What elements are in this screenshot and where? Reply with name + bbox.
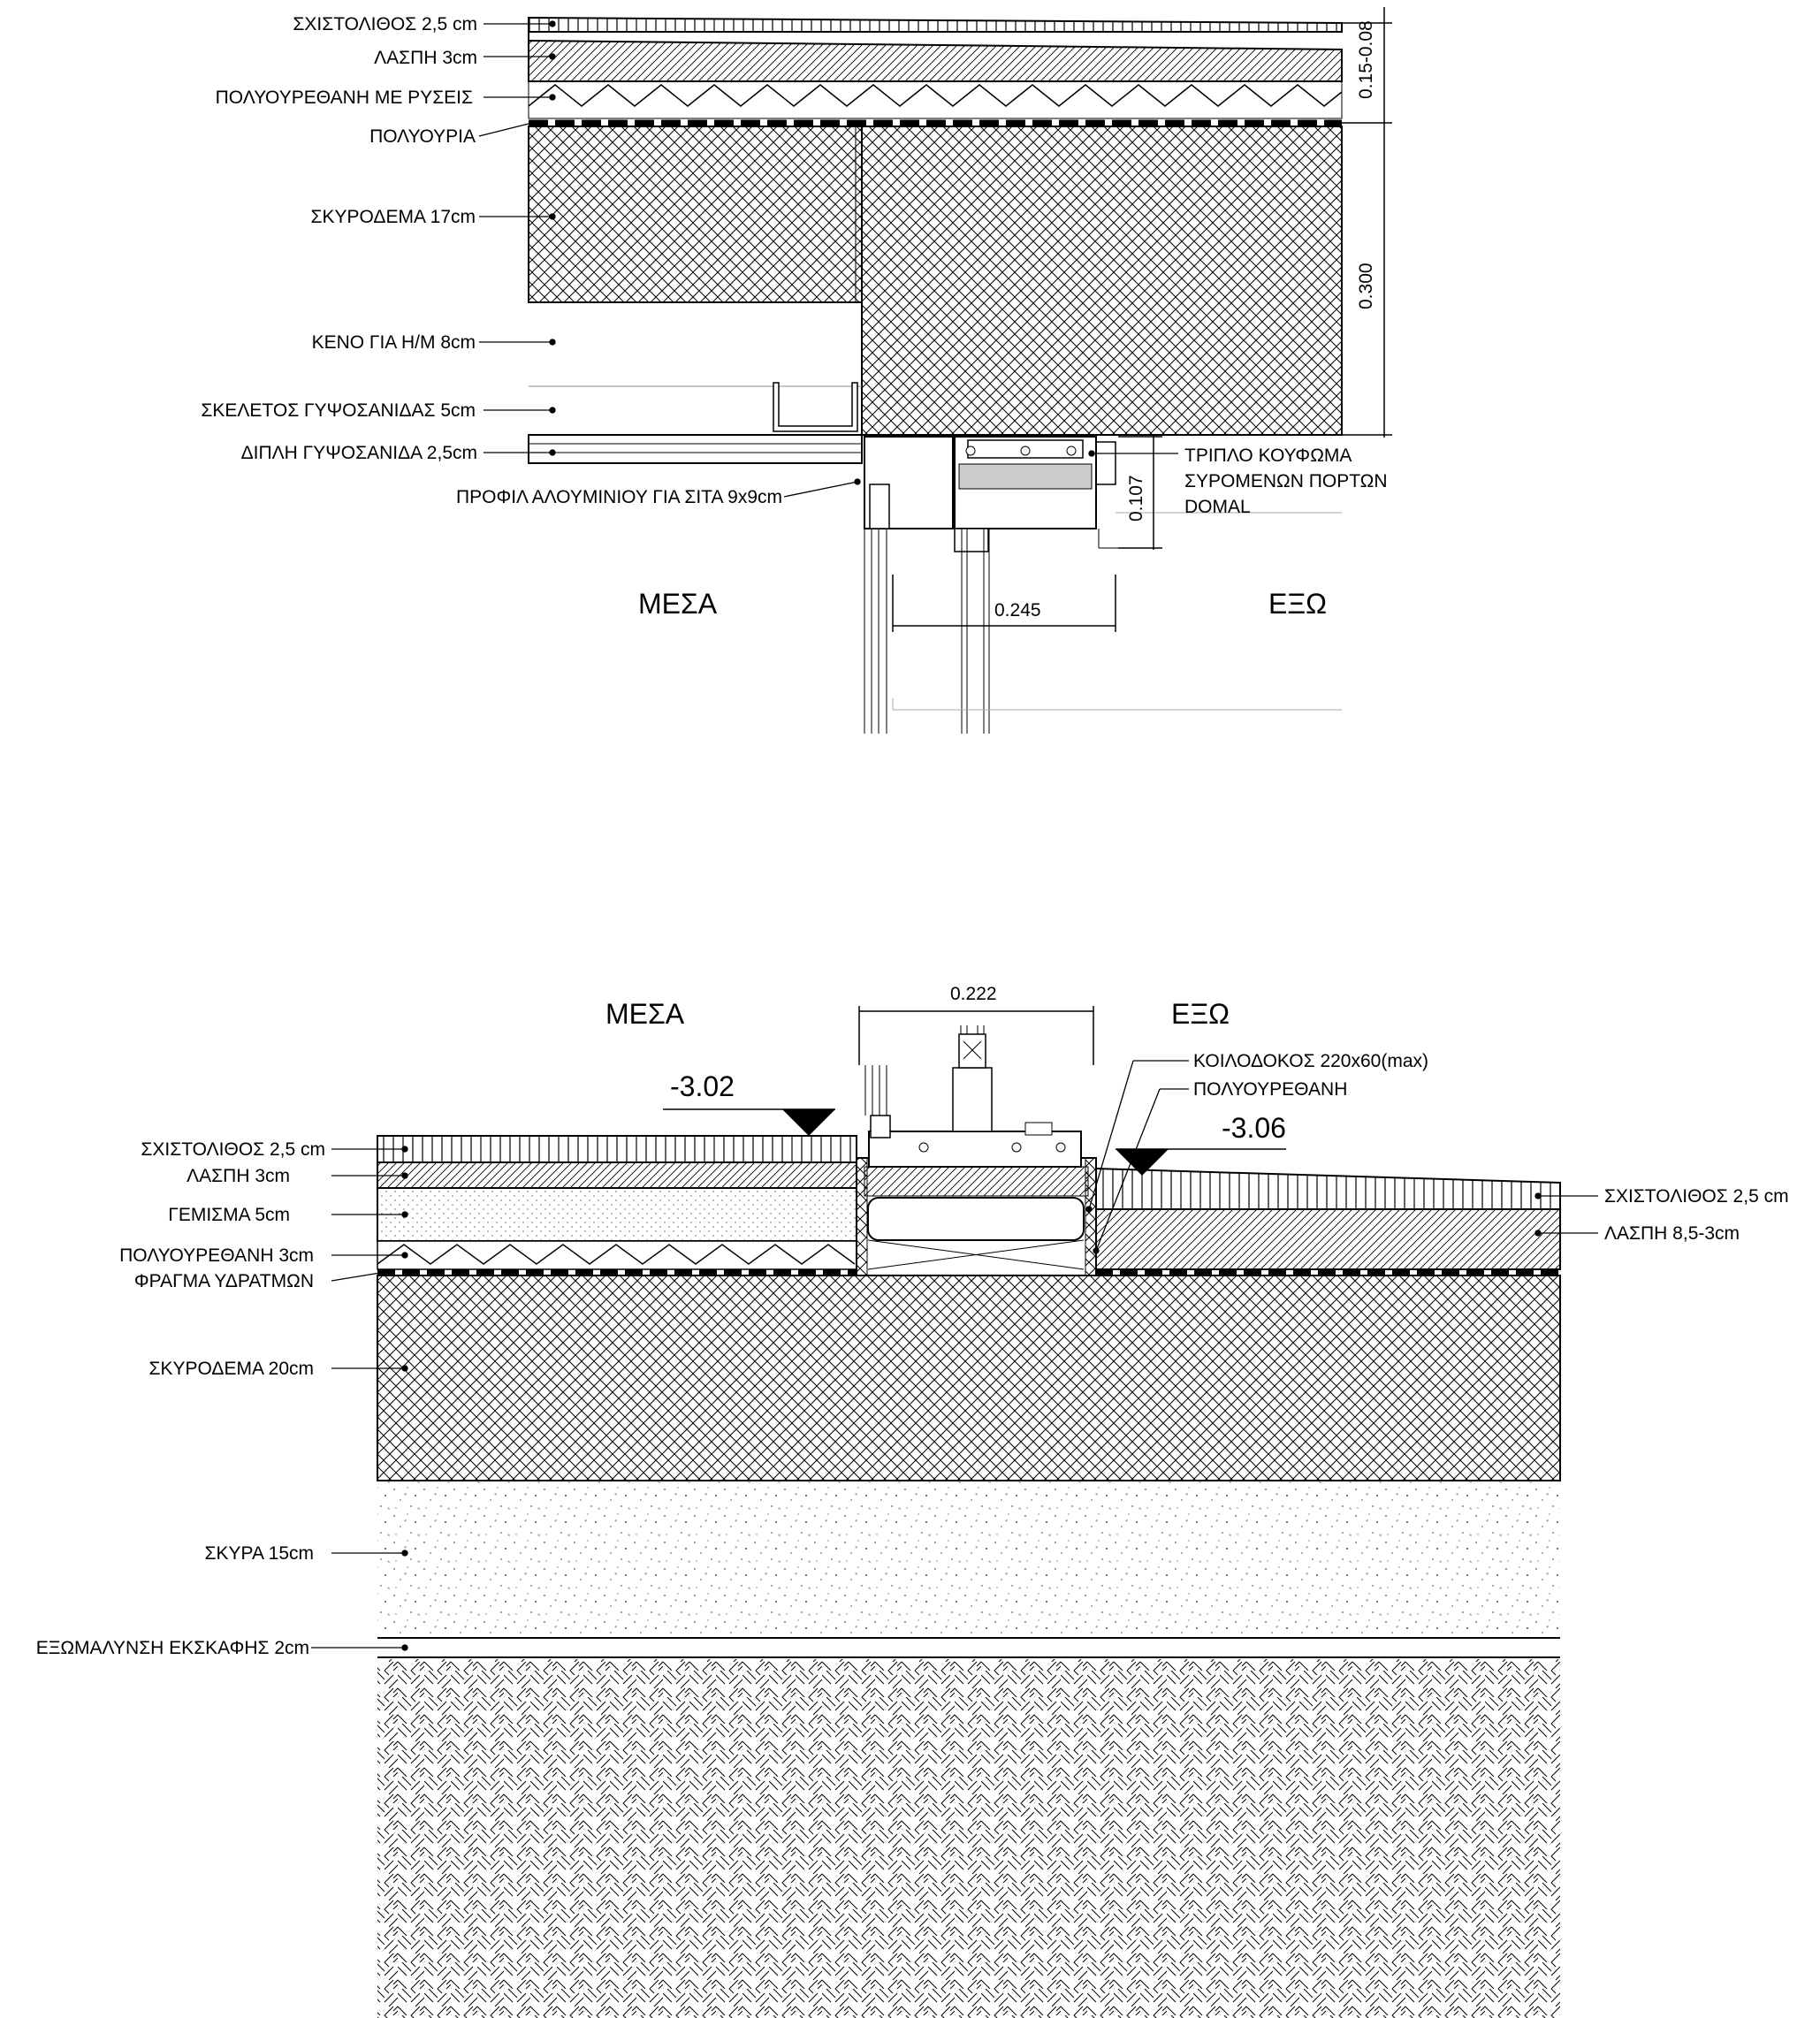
label-outside-bottom: ΕΞΩ [1171,998,1230,1030]
dim-slab-finish: 0.15-0.08 [1356,20,1376,99]
dim-frame-width: 0.245 [994,600,1041,621]
sill-natural-soil [377,1659,1560,2018]
level-marker-inside [663,1108,835,1136]
top-slate-layer [528,16,1343,33]
sill-inside-slate [377,1135,857,1163]
sill-inside-mortar [377,1161,857,1189]
sill-concrete-slab [377,1275,1561,1481]
top-dimensions [892,7,1392,632]
sill-gravel-layer [377,1481,1560,1638]
sill-glazing-lines [864,1025,985,1116]
label-double-drywall: ΔΙΠΛΗ ΓΥΨΟΣΑΝΙΔΑ 2,5cm [241,443,477,463]
label-polyurethane-slope: ΠΟΛΥΟΥΡΕΘΑΝΗ ΜΕ ΡΥΣΕΙΣ [216,88,473,108]
hollow-channel-beam [856,1157,1097,1276]
label-service-void: ΚΕΝΟ ΓΙΑ Η/Μ 8cm [312,332,476,353]
label-concrete-17: ΣΚΥΡΟΔΕΜΑ 17cm [311,207,476,227]
label-aluminium-profile: ΠΡΟΦΙΛ ΑΛΟΥΜΙΝΙΟΥ ΓΙΑ ΣΙΤΑ 9x9cm [456,487,782,507]
sill-leaders [311,1060,1598,1651]
label-gravel: ΣΚΥΡΑ 15cm [205,1543,314,1564]
sill-dimension [858,1006,1094,1065]
label-sill-mortar: ΛΑΣΠΗ 3cm [187,1166,290,1186]
label-inside-top: ΜΕΣΑ [638,588,718,620]
label-hollow-beam: ΚΟΙΛΟΔΟΚΟΣ 220x60(max) [1193,1051,1428,1071]
top-concrete-slab [528,126,1343,436]
label-frame-line-1: ΤΡΙΠΛΟ ΚΟΥΦΩΜΑ [1184,445,1352,466]
label-slate: ΣΧΙΣΤΟΛΙΘΟΣ 2,5 cm [293,14,477,34]
label-outside-mortar: ΛΑΣΠΗ 8,5-3cm [1604,1223,1740,1244]
label-excavation-leveling: ΕΞΩΜΑΛΥΝΣΗ ΕΚΣΚΑΦΗΣ 2cm [36,1638,309,1658]
sill-polyurethane-zigzag [377,1244,856,1265]
label-inside-bottom: ΜΕΣΑ [605,998,685,1030]
top-leaders [478,20,1178,498]
double-drywall [528,434,863,464]
top-detail: 0.15-0.08 0.300 0.107 0.245 ΣΧΙΣΤΟΛΙΘΟΣ … [201,7,1392,734]
label-vapor-barrier: ΦΡΑΓΜΑ ΥΔΡΑΤΜΩΝ [134,1271,314,1291]
label-outside-slate: ΣΧΙΣΤΟΛΙΘΟΣ 2,5 cm [1604,1186,1789,1207]
level-marker-outside [1116,1148,1286,1176]
label-mortar: ΛΑΣΠΗ 3cm [374,48,477,68]
sill-outside-slate [1095,1167,1561,1210]
glazing-lines [864,512,1342,734]
dim-slab-depth: 0.300 [1356,263,1376,309]
drywall-framing [773,382,858,432]
sill-outside-mortar [1095,1208,1561,1270]
label-sill-fill: ΓΕΜΙΣΜΑ 5cm [168,1205,290,1225]
top-mortar-layer [528,39,1343,82]
label-sill-slate: ΣΧΙΣΤΟΛΙΘΟΣ 2,5 cm [141,1139,325,1160]
label-concrete-20: ΣΚΥΡΟΔΕΜΑ 20cm [149,1359,314,1379]
label-outside-top: ΕΞΩ [1268,588,1327,620]
dim-sill-width: 0.222 [950,984,997,1004]
sill-inside-fill [377,1187,857,1242]
label-sill-polyurethane: ΠΟΛΥΟΥΡΕΘΑΝΗ 3cm [119,1245,314,1266]
label-frame-line-2: ΣΥΡΟΜΕΝΩΝ ΠΟΡΤΩΝ [1184,471,1388,491]
sliding-frame-sill [868,1033,1082,1168]
top-polyurethane-layer [528,80,1343,119]
bottom-detail: 0.222 -3.02 -3.06 [36,984,1789,2018]
level-outside-value: -3.06 [1222,1112,1286,1144]
label-drywall-frame: ΣΚΕΛΕΤΟΣ ΓΥΨΟΣΑΝΙΔΑΣ 5cm [201,400,476,421]
label-polyurea: ΠΟΛΥΟΥΡΙΑ [369,126,476,147]
dim-frame-height: 0.107 [1126,475,1146,522]
top-polyurethane-zigzag [528,84,1343,107]
label-frame-line-3: DOMAL [1184,497,1251,517]
label-polyurethane-top: ΠΟΛΥΟΥΡΕΘΑΝΗ [1193,1079,1347,1100]
level-inside-value: -3.02 [670,1070,735,1102]
sliding-frame-head [864,436,1116,552]
